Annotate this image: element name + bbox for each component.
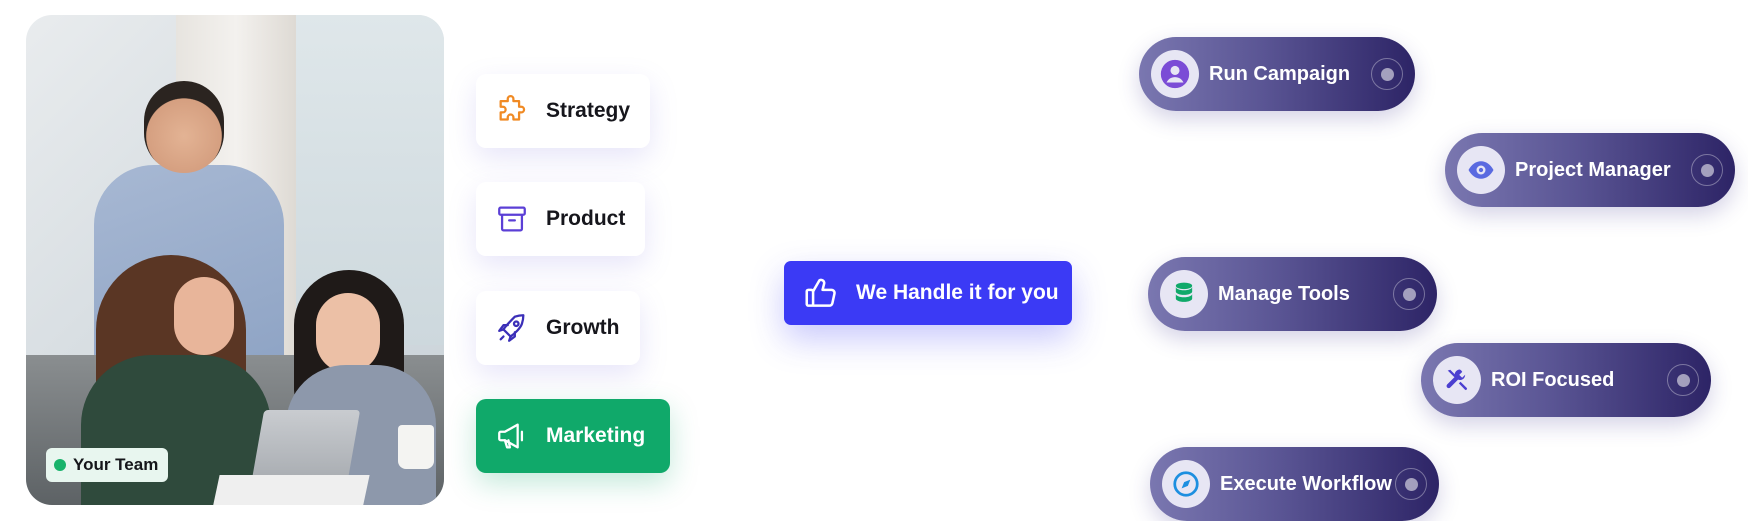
service-card-product[interactable]: Product: [476, 182, 645, 256]
feature-label: Manage Tools: [1218, 282, 1350, 305]
feature-pill-project-manager[interactable]: Project Manager: [1445, 133, 1735, 207]
your-team-badge: Your Team: [46, 448, 169, 482]
database-icon: [1160, 270, 1208, 318]
compass-icon: [1162, 460, 1210, 508]
feature-pill-roi-focused[interactable]: ROI Focused: [1421, 343, 1711, 417]
toggle-indicator[interactable]: [1371, 58, 1403, 90]
feature-label: Run Campaign: [1209, 62, 1351, 85]
service-card-strategy[interactable]: Strategy: [476, 74, 650, 148]
toggle-indicator[interactable]: [1667, 364, 1699, 396]
photo-mug: [398, 425, 434, 469]
toggle-indicator[interactable]: [1393, 278, 1425, 310]
user-icon: [1151, 50, 1199, 98]
megaphone-icon: [494, 418, 530, 454]
feature-pill-manage-tools[interactable]: Manage Tools: [1148, 257, 1437, 331]
service-label: Growth: [546, 316, 620, 339]
feature-label: Project Manager: [1515, 158, 1671, 181]
photo-laptop: [251, 410, 361, 480]
your-team-label: Your Team: [73, 455, 159, 474]
we-handle-it-label: We Handle it for you: [856, 281, 1059, 304]
archive-box-icon: [494, 201, 530, 237]
feature-label: Execute Workflow: [1220, 472, 1392, 495]
thumbs-up-icon: [802, 274, 840, 312]
service-card-marketing[interactable]: Marketing: [476, 399, 670, 473]
tools-icon: [1433, 356, 1481, 404]
service-label: Product: [546, 207, 626, 230]
photo-person-right-face: [316, 293, 380, 373]
toggle-indicator[interactable]: [1395, 468, 1427, 500]
status-dot: [54, 459, 66, 471]
rocket-icon: [494, 310, 530, 346]
feature-pill-execute-workflow[interactable]: Execute Workflow: [1150, 447, 1439, 521]
photo-person-left-face: [174, 277, 234, 355]
feature-label: ROI Focused: [1491, 368, 1615, 391]
photo-papers: [212, 475, 370, 505]
toggle-indicator[interactable]: [1691, 154, 1723, 186]
we-handle-it-button[interactable]: We Handle it for you: [784, 261, 1072, 325]
service-label: Strategy: [546, 99, 631, 122]
puzzle-icon: [494, 93, 530, 129]
feature-pill-run-campaign[interactable]: Run Campaign: [1139, 37, 1415, 111]
service-label: Marketing: [546, 424, 646, 447]
team-photo: [26, 15, 444, 505]
photo-person-standing-head: [144, 81, 224, 173]
service-card-growth[interactable]: Growth: [476, 291, 640, 365]
eye-icon: [1457, 146, 1505, 194]
